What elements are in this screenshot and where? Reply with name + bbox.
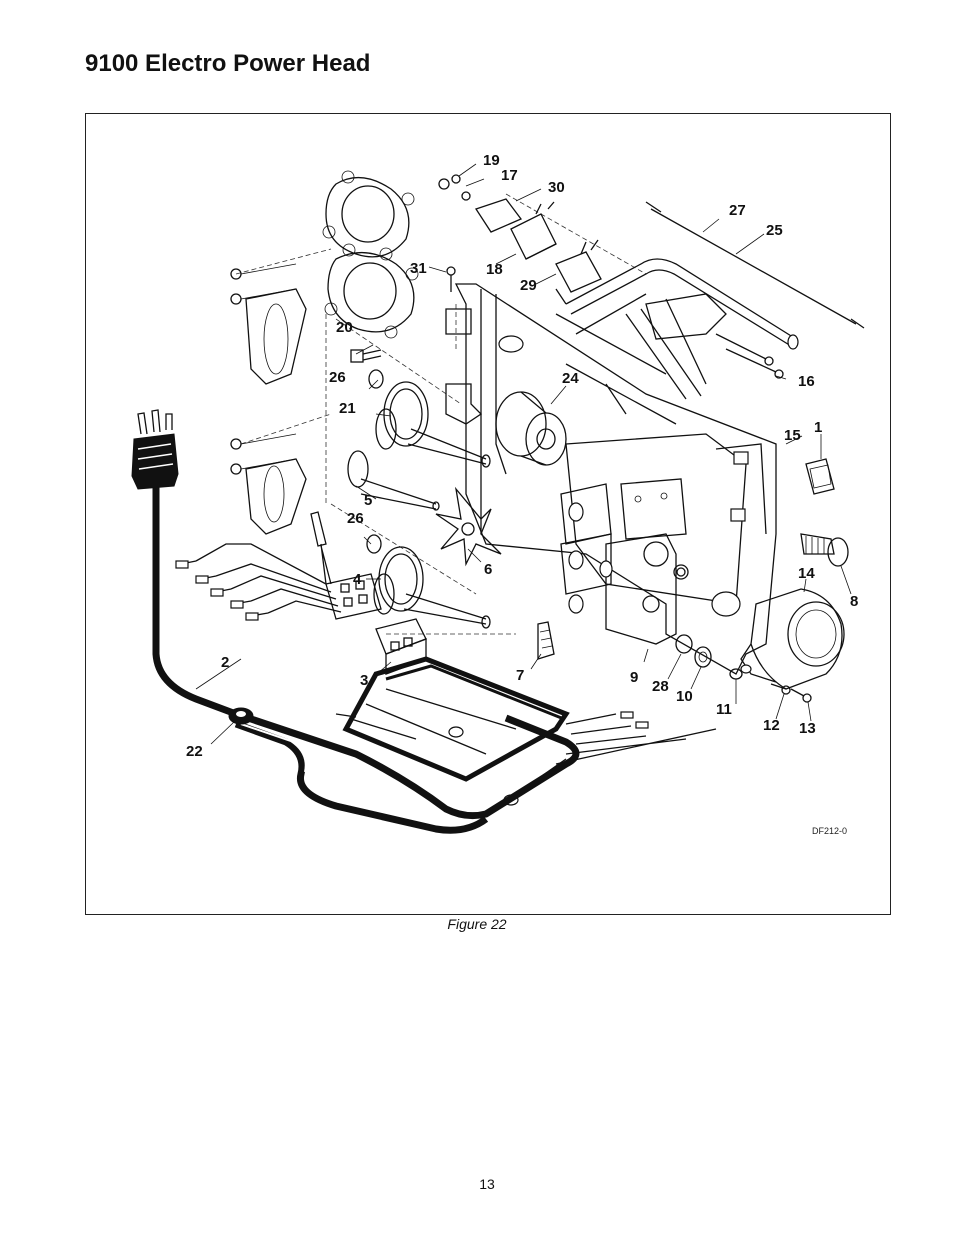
- callout-16: 16: [798, 373, 815, 390]
- callout-13: 13: [799, 720, 816, 737]
- rod-27: [645, 201, 865, 329]
- washer-26-upper: [368, 369, 384, 389]
- callout-22: 22: [186, 743, 203, 760]
- callout-14: 14: [798, 565, 815, 582]
- power-cord-2: [152, 484, 580, 834]
- knob-8: [800, 533, 849, 567]
- callout-9: 9: [630, 669, 638, 686]
- callout-6: 6: [484, 561, 492, 578]
- callout-4: 4: [353, 571, 362, 588]
- callout-26-lower: 26: [347, 510, 364, 527]
- callout-24: 24: [562, 370, 579, 387]
- callout-31: 31: [410, 260, 427, 277]
- terminal-block: [310, 511, 382, 620]
- gasket-lower: [324, 243, 419, 339]
- motor-14: [740, 588, 845, 690]
- leader-lines: [195, 163, 852, 745]
- callout-1: 1: [814, 419, 822, 436]
- agitator-6: [435, 486, 502, 567]
- wire-terminals: [175, 543, 342, 621]
- callout-5: 5: [364, 492, 372, 509]
- callout-30: 30: [548, 179, 565, 196]
- callout-26-upper: 26: [329, 369, 346, 386]
- gasket-upper: [322, 170, 415, 261]
- screw-12: [770, 683, 791, 695]
- callout-15: 15: [784, 427, 801, 444]
- washer-10: [694, 646, 712, 668]
- handle-bars: [555, 258, 799, 350]
- bolts-16: [715, 333, 784, 379]
- gear-4: [373, 546, 491, 629]
- callout-2: 2: [221, 654, 229, 671]
- figure-caption: Figure 22: [447, 916, 507, 932]
- callout-11: 11: [716, 701, 732, 718]
- pinion-5: [347, 450, 440, 511]
- bracket-lower-left: [230, 433, 307, 535]
- alignment-lines: [235, 193, 647, 635]
- callout-12: 12: [763, 717, 780, 734]
- callout-19: 19: [483, 152, 500, 169]
- washer-28: [675, 634, 693, 654]
- exploded-parts-diagram: 19 17 30 27 25 31 18 29 20 26 16 24 21 1…: [131, 152, 865, 836]
- callout-3: 3: [360, 672, 368, 689]
- strain-relief-22: [228, 707, 254, 725]
- plug: [131, 409, 179, 490]
- screw-31: [446, 266, 456, 292]
- exploded-diagram-frame: 19 17 30 27 25 31 18 29 20 26 16 24 21 1…: [85, 113, 891, 915]
- control-panel: [605, 533, 689, 645]
- main-housing: [445, 283, 777, 675]
- clip-1: [805, 458, 835, 495]
- side-brackets: [560, 478, 687, 614]
- page-number: 13: [479, 1176, 495, 1192]
- callout-20: 20: [336, 319, 353, 336]
- callout-17: 17: [501, 167, 518, 184]
- callout-25: 25: [766, 222, 783, 239]
- screw-13: [790, 688, 812, 703]
- callout-10: 10: [676, 688, 693, 705]
- callout-8: 8: [850, 593, 858, 610]
- screw-20: [350, 349, 382, 363]
- bracket-upper-left: [230, 263, 307, 385]
- wire-nut-7: [537, 621, 555, 660]
- drawing-code: DF212-0: [812, 826, 847, 836]
- callout-18: 18: [486, 261, 503, 278]
- clutch-24: [495, 391, 567, 466]
- gear-21: [375, 381, 491, 468]
- callout-28: 28: [652, 678, 669, 695]
- callout-21: 21: [339, 400, 356, 417]
- washer-26-lower: [366, 534, 382, 554]
- page-title: 9100 Electro Power Head: [85, 50, 371, 77]
- callout-29: 29: [520, 277, 537, 294]
- callout-27: 27: [729, 202, 746, 219]
- callout-7: 7: [516, 667, 524, 684]
- switch-plate: [438, 174, 602, 293]
- callout-labels: 19 17 30 27 25 31 18 29 20 26 16 24 21 1…: [186, 152, 858, 836]
